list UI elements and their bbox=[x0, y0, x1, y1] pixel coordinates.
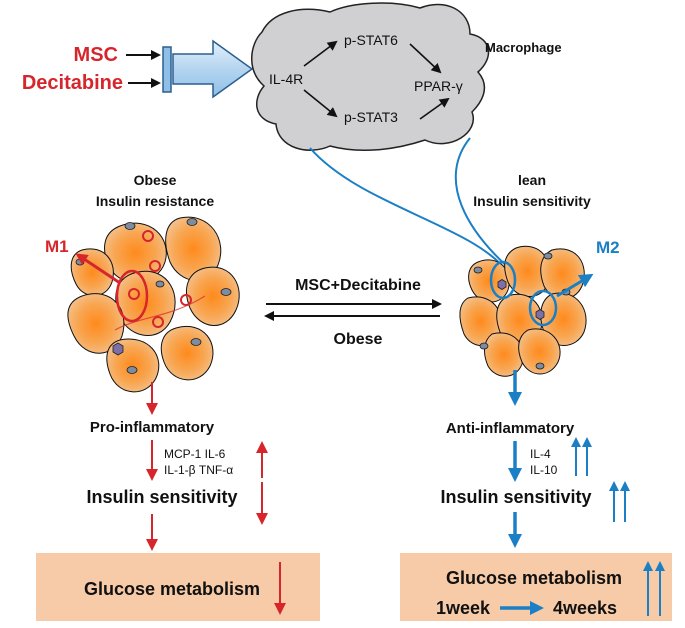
m2-macrophage-cells bbox=[497, 279, 545, 320]
lean-state-label: lean bbox=[518, 172, 546, 188]
m1-highlight-ring bbox=[115, 269, 149, 323]
right-insulin-sensitivity-label: Insulin sensitivity bbox=[440, 487, 591, 507]
obese-nuclei bbox=[75, 218, 232, 374]
macrophage-title: Macrophage bbox=[485, 40, 562, 55]
lean-adipose-cluster bbox=[459, 245, 587, 377]
obese-reverse-label: Obese bbox=[334, 331, 383, 348]
left-cytokines-line2: IL-1-β TNF-α bbox=[164, 463, 233, 477]
left-insulin-sensitivity-label: Insulin sensitivity bbox=[86, 487, 237, 507]
stat6-to-ppar-arrow bbox=[409, 43, 442, 74]
m2-label: M2 bbox=[596, 238, 620, 257]
insulin-resistance-label: Insulin resistance bbox=[96, 193, 214, 209]
right-cytokines-line2: IL-10 bbox=[530, 463, 558, 477]
stat3-to-ppar-arrow bbox=[419, 97, 450, 120]
anti-inflammatory-label: Anti-inflammatory bbox=[446, 420, 575, 437]
insulin-sensitivity-state-label: Insulin sensitivity bbox=[473, 193, 591, 209]
crown-structure-icon bbox=[112, 342, 124, 356]
right-glucose-label: Glucose metabolism bbox=[446, 568, 622, 588]
left-cytokines-line1: MCP-1 IL-6 bbox=[164, 447, 226, 461]
ppar-gamma-label: PPAR-γ bbox=[414, 78, 463, 94]
left-glucose-label: Glucose metabolism bbox=[84, 579, 260, 599]
msc-label: MSC bbox=[74, 44, 118, 66]
time-end-label: 4weeks bbox=[553, 598, 617, 618]
pstat6-label: p-STAT6 bbox=[344, 32, 398, 48]
macrophage-link-line bbox=[309, 147, 507, 271]
right-cytokines-line1: IL-4 bbox=[530, 447, 551, 461]
pro-inflammatory-label: Pro-inflammatory bbox=[90, 419, 215, 436]
stimulus-block-arrow bbox=[162, 39, 254, 99]
pstat3-label: p-STAT3 bbox=[344, 109, 398, 125]
msc-decitabine-label: MSC+Decitabine bbox=[295, 277, 421, 294]
m2-highlight-ring bbox=[528, 289, 558, 327]
obese-adipose-cluster bbox=[67, 216, 240, 393]
m2-arrow bbox=[556, 273, 594, 298]
m1-label: M1 bbox=[45, 237, 69, 256]
il4r-label: IL-4R bbox=[269, 71, 303, 87]
il4r-to-stat6-arrow bbox=[303, 40, 338, 67]
left-glucose-box bbox=[36, 553, 320, 621]
m1-macrophage-cells bbox=[114, 230, 206, 331]
decitabine-label: Decitabine bbox=[22, 72, 123, 94]
m1-arrow bbox=[75, 253, 121, 285]
m2-highlight-ring bbox=[489, 260, 517, 300]
il4r-to-stat3-arrow bbox=[303, 89, 338, 118]
macrophage-cloud bbox=[251, 2, 490, 151]
time-start-label: 1week bbox=[436, 598, 491, 618]
obese-state-label: Obese bbox=[134, 172, 177, 188]
